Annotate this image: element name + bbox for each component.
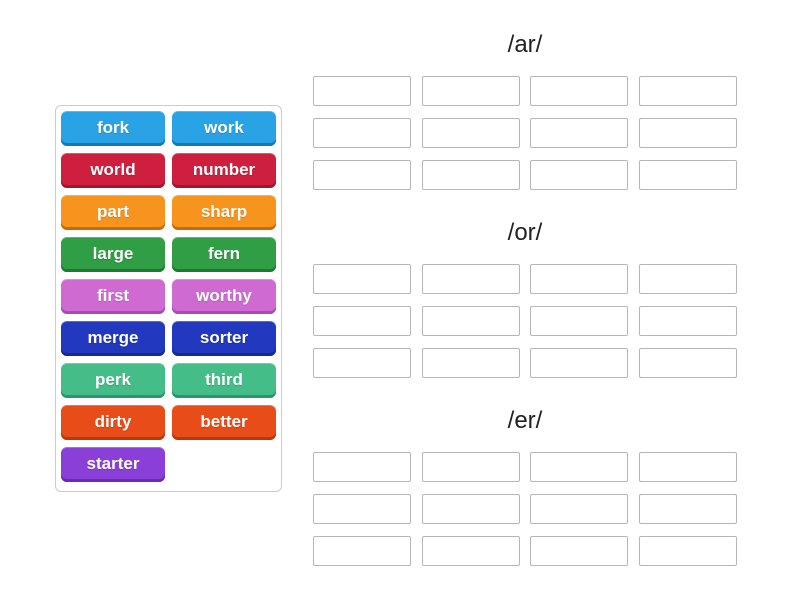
drop-slot[interactable]: [638, 348, 737, 378]
drop-slot[interactable]: [638, 536, 737, 566]
group-title: /er/: [507, 407, 543, 434]
drop-slot[interactable]: [421, 452, 520, 482]
word-tile[interactable]: fern: [172, 237, 276, 272]
drop-slot[interactable]: [313, 452, 411, 482]
drop-slot[interactable]: [421, 306, 520, 336]
sort-groups: /ar/ /or/ /er/: [313, 28, 737, 592]
drop-slot[interactable]: [530, 348, 629, 378]
word-tile[interactable]: worthy: [172, 279, 276, 314]
drop-slot[interactable]: [421, 118, 520, 148]
slot-grid: [313, 264, 737, 378]
drop-slot[interactable]: [530, 264, 629, 294]
sort-group: /or/: [313, 216, 737, 378]
sort-group: /er/: [313, 404, 737, 566]
word-tile[interactable]: number: [172, 153, 276, 188]
drop-slot[interactable]: [313, 76, 411, 106]
drop-slot[interactable]: [313, 494, 411, 524]
drop-slot[interactable]: [638, 306, 737, 336]
word-tile[interactable]: world: [61, 153, 165, 188]
drop-slot[interactable]: [421, 348, 520, 378]
drop-slot[interactable]: [313, 118, 411, 148]
drop-slot[interactable]: [313, 306, 411, 336]
drop-slot[interactable]: [638, 494, 737, 524]
word-tile[interactable]: perk: [61, 363, 165, 398]
word-tile[interactable]: large: [61, 237, 165, 272]
drop-slot[interactable]: [530, 536, 629, 566]
word-tile[interactable]: fork: [61, 111, 165, 146]
sort-group: /ar/: [313, 28, 737, 190]
slot-grid: [313, 452, 737, 566]
drop-slot[interactable]: [530, 306, 629, 336]
drop-slot[interactable]: [638, 452, 737, 482]
drop-slot[interactable]: [530, 118, 629, 148]
word-tile[interactable]: dirty: [61, 405, 165, 440]
word-tile[interactable]: work: [172, 111, 276, 146]
drop-slot[interactable]: [638, 160, 737, 190]
word-tile[interactable]: better: [172, 405, 276, 440]
group-title: /ar/: [507, 31, 543, 58]
drop-slot[interactable]: [313, 536, 411, 566]
word-tile[interactable]: sorter: [172, 321, 276, 356]
word-tile[interactable]: part: [61, 195, 165, 230]
drop-slot[interactable]: [313, 160, 411, 190]
drop-slot[interactable]: [421, 264, 520, 294]
drop-slot[interactable]: [638, 118, 737, 148]
word-tile[interactable]: starter: [61, 447, 165, 482]
drop-slot[interactable]: [638, 264, 737, 294]
drop-slot[interactable]: [530, 494, 629, 524]
word-tile[interactable]: first: [61, 279, 165, 314]
word-tile[interactable]: third: [172, 363, 276, 398]
drop-slot[interactable]: [530, 160, 629, 190]
drop-slot[interactable]: [313, 348, 411, 378]
drop-slot[interactable]: [421, 494, 520, 524]
drop-slot[interactable]: [530, 76, 629, 106]
word-tile[interactable]: merge: [61, 321, 165, 356]
word-tile[interactable]: sharp: [172, 195, 276, 230]
drop-slot[interactable]: [530, 452, 629, 482]
drop-slot[interactable]: [313, 264, 411, 294]
drop-slot[interactable]: [421, 160, 520, 190]
drop-slot[interactable]: [421, 76, 520, 106]
slot-grid: [313, 76, 737, 190]
drop-slot[interactable]: [638, 76, 737, 106]
group-title: /or/: [507, 219, 543, 246]
drop-slot[interactable]: [421, 536, 520, 566]
